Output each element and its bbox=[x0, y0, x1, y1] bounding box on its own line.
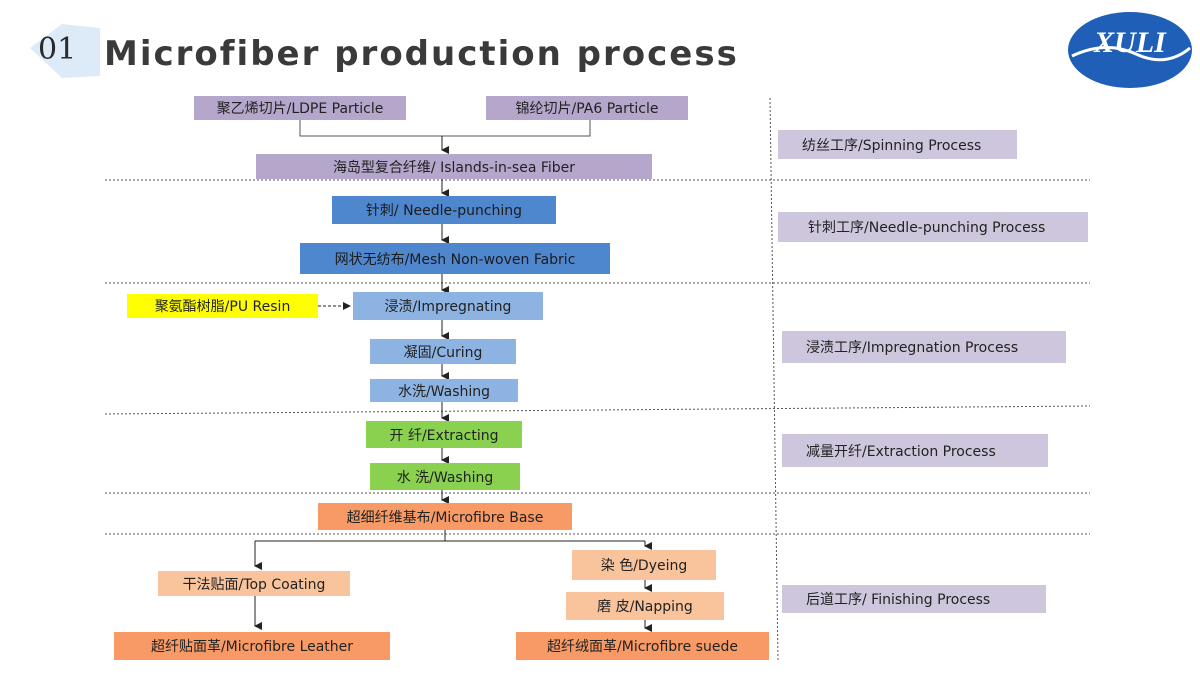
stage-extraction: 减量开纤/Extraction Process bbox=[782, 434, 1048, 467]
logo-text: XULI bbox=[1093, 26, 1167, 59]
microfibre-leather-box: 超纤贴面革/Microfibre Leather bbox=[114, 632, 390, 660]
mesh-fabric-box: 网状无纺布/Mesh Non-woven Fabric bbox=[300, 243, 610, 274]
stage-needle-punching: 针刺工序/Needle-punching Process bbox=[778, 212, 1088, 242]
extracting-box: 开 纤/Extracting bbox=[366, 421, 522, 448]
dyeing-box: 染 色/Dyeing bbox=[572, 550, 716, 580]
section-number: 01 bbox=[38, 32, 77, 67]
pu-resin-box: 聚氨酯树脂/PU Resin bbox=[127, 294, 318, 318]
washing-box-1: 水洗/Washing bbox=[370, 379, 518, 402]
stage-impregnation: 浸渍工序/Impregnation Process bbox=[782, 331, 1066, 363]
pa6-particle-box: 锦纶切片/PA6 Particle bbox=[486, 96, 688, 120]
curing-box: 凝固/Curing bbox=[370, 339, 516, 364]
washing-box-2: 水 洗/Washing bbox=[370, 463, 520, 490]
microfibre-base-box: 超细纤维基布/Microfibre Base bbox=[318, 503, 572, 530]
napping-box: 磨 皮/Napping bbox=[566, 592, 724, 620]
stage-finishing: 后道工序/ Finishing Process bbox=[782, 585, 1046, 613]
top-coating-box: 干法贴面/Top Coating bbox=[158, 571, 350, 596]
page-title: Microfiber production process bbox=[104, 34, 739, 74]
ldpe-particle-box: 聚乙烯切片/LDPE Particle bbox=[194, 96, 406, 120]
needle-punching-box: 针刺/ Needle-punching bbox=[332, 196, 556, 224]
number-badge-shape bbox=[30, 24, 100, 78]
islands-fiber-box: 海岛型复合纤维/ Islands-in-sea Fiber bbox=[256, 154, 652, 179]
stage-separators bbox=[104, 97, 1091, 661]
microfibre-suede-box: 超纤绒面革/Microfibre suede bbox=[516, 632, 769, 660]
xuli-logo: XULI bbox=[1068, 12, 1192, 88]
stage-spinning: 纺丝工序/Spinning Process bbox=[778, 130, 1017, 159]
impregnating-box: 浸渍/Impregnating bbox=[353, 292, 543, 320]
